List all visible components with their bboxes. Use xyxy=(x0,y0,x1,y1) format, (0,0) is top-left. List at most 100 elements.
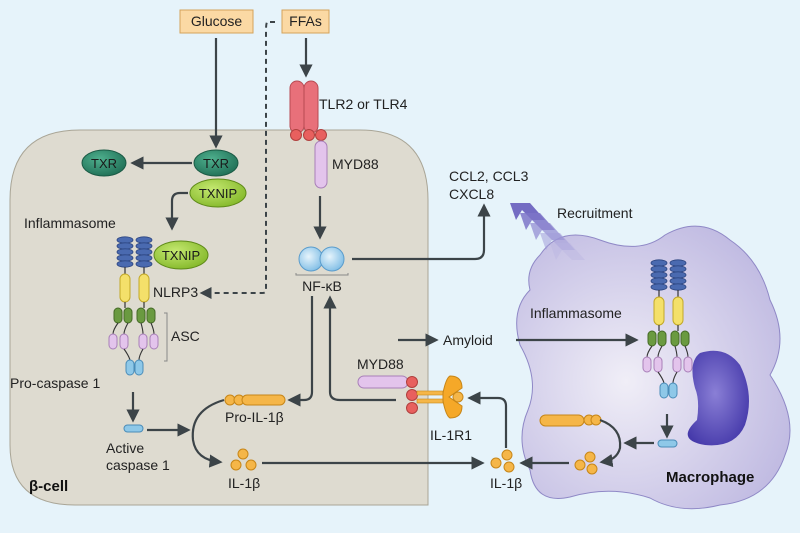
il1b-beta-icon xyxy=(230,448,257,471)
nacht-stack-segment xyxy=(650,271,668,279)
nlrp3-body xyxy=(119,273,131,303)
recruitment-chevrons-icon xyxy=(510,203,585,260)
asc-domain xyxy=(670,330,680,347)
card-domain xyxy=(149,333,159,350)
txnip-to-inflammasome-arrow xyxy=(165,191,188,231)
nacht-stack-segment xyxy=(116,248,134,256)
nacht-stack-segment xyxy=(116,236,134,244)
asc-label: ASC xyxy=(171,328,200,344)
txnip-top-label: TXNIP xyxy=(199,186,237,201)
macrophage-il1b-icon xyxy=(574,451,598,475)
nfkb-to-chemokines-arrow xyxy=(352,203,491,261)
nacht-stack-segment xyxy=(135,248,153,256)
pro-caspase-domain xyxy=(134,359,144,376)
amyloid-label: Amyloid xyxy=(443,332,493,348)
pro-caspase-domain xyxy=(659,382,669,399)
macrophage-title: Macrophage xyxy=(666,469,754,486)
pro-caspase-label: Pro-caspase 1 xyxy=(10,375,100,391)
nfkb-to-pro-il1b-arrow xyxy=(287,296,314,407)
pro-il1b-label: Pro-IL-1β xyxy=(225,409,284,425)
inflammasome-label: Inflammasome xyxy=(24,215,116,231)
il1b-to-il1r1-arrow xyxy=(467,391,508,448)
nacht-stack-segment xyxy=(135,254,153,262)
nlrp3-body xyxy=(653,296,665,326)
ffas-box: FFAs xyxy=(281,9,330,34)
macrophage-cleavage-curve xyxy=(599,418,622,468)
asc-domain xyxy=(647,330,657,347)
pro-caspase-domain xyxy=(125,359,135,376)
card-domain xyxy=(642,356,652,373)
nacht-stack-segment xyxy=(650,277,668,285)
chemokines-line1: CCL2, CCL3 xyxy=(449,168,529,184)
linker xyxy=(150,322,155,335)
asc-domain xyxy=(146,307,156,324)
nacht-stack-segment xyxy=(135,236,153,244)
txnip-top-icon: TXNIP xyxy=(189,178,247,208)
glucose-label: Glucose xyxy=(191,13,243,29)
txr-right-label: TXR xyxy=(203,156,229,171)
nacht-stack-segment xyxy=(669,283,687,291)
nacht-stack-segment xyxy=(650,265,668,273)
card-domain xyxy=(683,356,693,373)
nlrp3-body xyxy=(138,273,150,303)
il1r1-label: IL-1R1 xyxy=(430,427,472,443)
myd88-bottom-icon xyxy=(357,375,409,389)
nacht-stack-segment xyxy=(650,283,668,291)
nacht-stack-segment xyxy=(650,259,668,267)
nacht-stack-segment xyxy=(135,260,153,268)
myd88-top-label: MYD88 xyxy=(332,156,379,172)
linker xyxy=(657,345,663,358)
nfkb-label: NF-κB xyxy=(302,278,342,294)
linker xyxy=(684,345,689,358)
tlr-receptor-icon xyxy=(289,80,327,141)
txnip-bound-icon: TXNIP xyxy=(153,240,209,270)
active-caspase-icon xyxy=(123,424,144,433)
asc-domain xyxy=(657,330,667,347)
card-domain xyxy=(119,333,129,350)
nacht-stack-segment xyxy=(135,242,153,250)
linker xyxy=(674,345,678,358)
macrophage-inflammasome-icon xyxy=(642,259,693,399)
card-domain xyxy=(108,333,118,350)
il1b-extracellular-label: IL-1β xyxy=(490,475,522,491)
linker xyxy=(646,345,653,358)
asc-domain xyxy=(680,330,690,347)
il1b-extracellular-icon xyxy=(490,449,515,473)
chemokines-line2: CXCL8 xyxy=(449,186,494,202)
myd88-icon xyxy=(314,140,328,189)
beta-cell-membrane xyxy=(9,129,429,506)
txnip-bound-label: TXNIP xyxy=(162,248,200,263)
nlrp3-label: NLRP3 xyxy=(153,284,198,300)
nacht-stack-segment xyxy=(116,260,134,268)
card-domain xyxy=(653,356,663,373)
recruitment-label: Recruitment xyxy=(557,205,633,221)
il1r1-to-nfkb-arrow xyxy=(323,295,396,402)
linker xyxy=(672,371,678,384)
beta-cell-title: β-cell xyxy=(29,478,68,495)
macrophage-pro-il1b-icon xyxy=(539,414,602,427)
nfkb-icon xyxy=(295,246,349,276)
il1r1-receptor-icon xyxy=(406,375,464,419)
tlr-label: TLR2 or TLR4 xyxy=(319,96,408,112)
nacht-stack-segment xyxy=(669,277,687,285)
nacht-stack-segment xyxy=(116,254,134,262)
glucose-box: Glucose xyxy=(179,9,254,34)
asc-bracket xyxy=(164,312,168,362)
linker xyxy=(138,348,144,361)
active-caspase-line2: caspase 1 xyxy=(106,457,170,473)
nacht-stack-segment xyxy=(116,242,134,250)
il1b-beta-label: IL-1β xyxy=(228,475,260,491)
linker xyxy=(657,371,665,384)
macrophage-active-caspase-icon xyxy=(657,439,678,448)
active-caspase-line1: Active xyxy=(106,440,144,456)
pro-il1b-icon xyxy=(224,394,286,406)
linker xyxy=(123,348,131,361)
nacht-stack-segment xyxy=(669,259,687,267)
nacht-stack-segment xyxy=(669,265,687,273)
card-domain xyxy=(138,333,148,350)
macrophage-inflammasome-label: Inflammasome xyxy=(530,305,622,321)
cleavage-curve-arrow xyxy=(191,398,225,468)
txr-left-icon: TXR xyxy=(81,149,127,177)
card-domain xyxy=(672,356,682,373)
